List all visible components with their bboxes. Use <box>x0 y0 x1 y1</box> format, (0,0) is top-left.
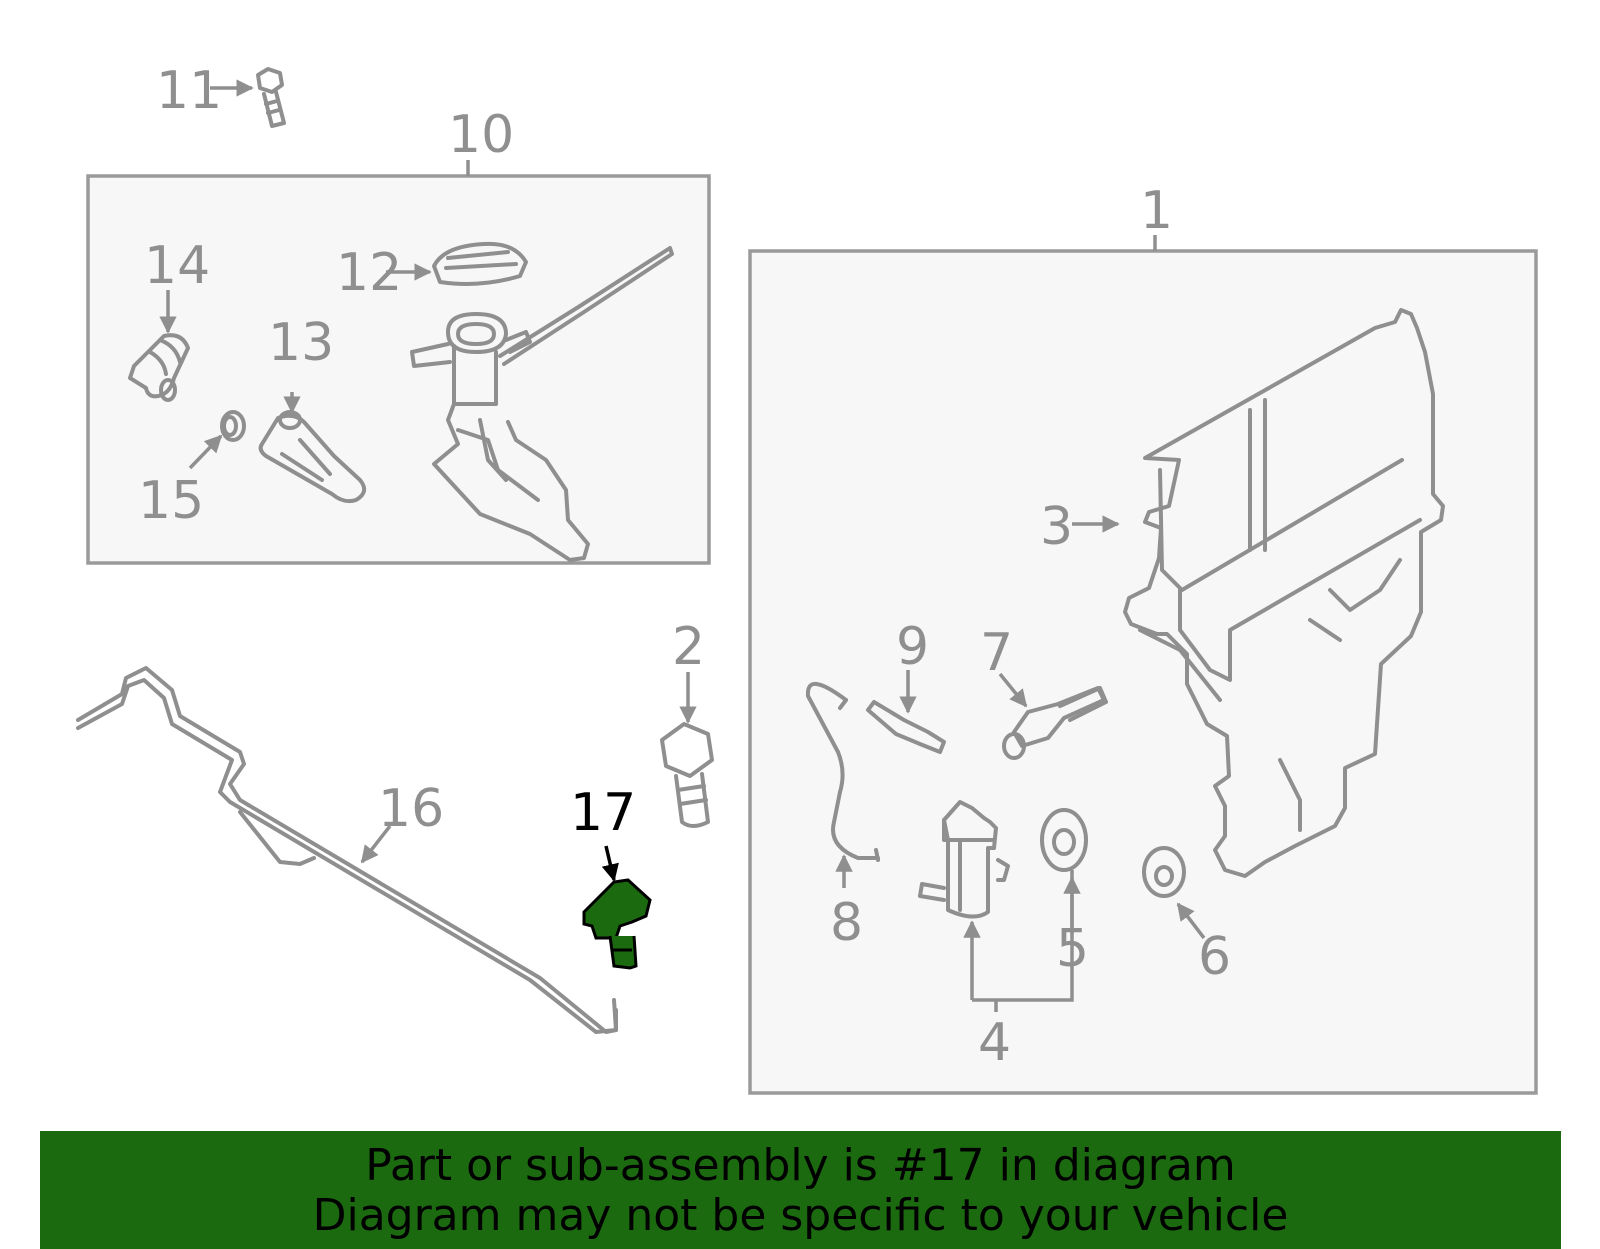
part-13-hose[interactable] <box>258 410 367 504</box>
group-box-10 <box>86 174 711 565</box>
callout-2: 2 <box>672 617 705 677</box>
part-7-level-sensor[interactable] <box>1002 686 1108 760</box>
part-6-grommet[interactable] <box>1142 846 1186 898</box>
callout-7: 7 <box>980 623 1013 683</box>
callout-4: 4 <box>978 1013 1011 1073</box>
callout-11: 11 <box>156 61 222 121</box>
part-8-hose[interactable] <box>805 682 880 862</box>
part-16-washer-hose[interactable] <box>76 666 618 1034</box>
callout-15: 15 <box>138 471 204 531</box>
part-4-washer-pump[interactable] <box>918 800 1010 919</box>
part-12-filler-cap[interactable] <box>432 241 528 286</box>
callout-16: 16 <box>378 779 444 839</box>
callout-9: 9 <box>896 617 929 677</box>
callout-8: 8 <box>830 893 863 953</box>
info-banner: Part or sub-assembly is #17 in diagram D… <box>40 1131 1561 1249</box>
part-9-clip[interactable] <box>866 700 946 754</box>
part-2-bolt[interactable] <box>660 722 714 828</box>
part-14-hose[interactable] <box>128 333 190 402</box>
part-5-seal[interactable] <box>1040 808 1088 872</box>
callout-3: 3 <box>1040 497 1073 557</box>
banner-line-1: Part or sub-assembly is #17 in diagram <box>365 1140 1236 1191</box>
callout-1: 1 <box>1140 181 1173 241</box>
banner-line-2: Diagram may not be specific to your vehi… <box>312 1190 1289 1241</box>
part-17-washer-nozzle[interactable] <box>582 878 652 970</box>
part-10-filler-neck[interactable] <box>410 246 674 562</box>
part-1-reservoir[interactable] <box>1123 308 1445 878</box>
callout-14: 14 <box>144 236 210 296</box>
callout-5: 5 <box>1056 919 1089 979</box>
part-11-bolt[interactable] <box>256 67 286 128</box>
parts-diagram: 11 10 1 14 12 13 15 3 2 9 7 16 17 8 5 6 … <box>76 61 1538 1095</box>
callout-6: 6 <box>1198 927 1231 987</box>
callout-17: 17 <box>570 783 636 843</box>
callout-12: 12 <box>336 243 402 303</box>
callout-10: 10 <box>448 105 514 165</box>
group-box-1 <box>748 249 1538 1095</box>
callout-13: 13 <box>268 313 334 373</box>
part-15-grommet[interactable] <box>220 410 246 442</box>
